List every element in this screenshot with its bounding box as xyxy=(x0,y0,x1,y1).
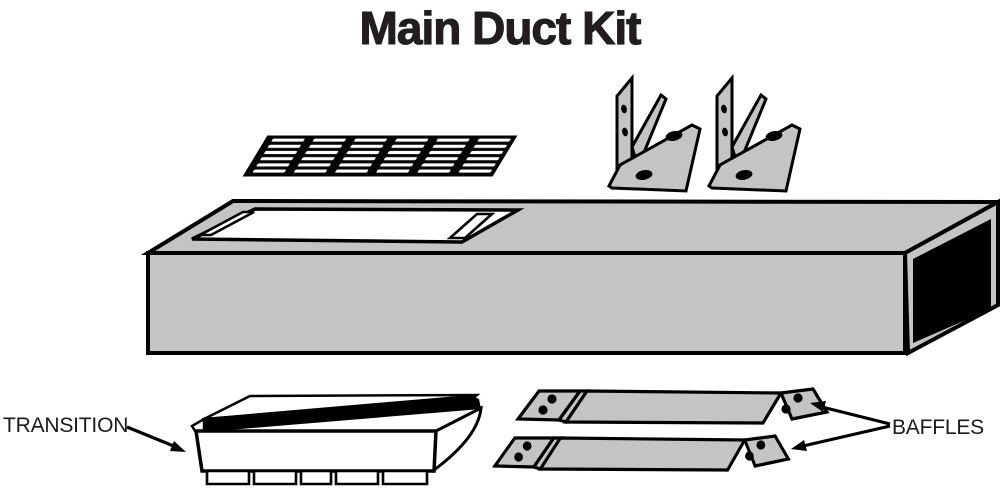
callout-arrows xyxy=(126,401,891,452)
mounting-brackets xyxy=(607,76,802,193)
baffle-top xyxy=(516,387,829,425)
duct-opening-tab-left xyxy=(199,210,255,237)
duct-end-opening xyxy=(913,219,991,343)
baffles-arrow-bottom xyxy=(791,424,891,451)
mounting-bracket-left xyxy=(607,76,702,193)
baffles-label: BAFFLES xyxy=(892,416,984,439)
transition-arrow xyxy=(126,425,186,452)
duct-front-face xyxy=(146,251,907,355)
baffle-bottom xyxy=(493,434,791,472)
baffle-parts xyxy=(493,387,829,472)
baffles-arrow-top xyxy=(810,401,891,426)
transition-flange-band xyxy=(202,395,481,432)
transition-arrowhead xyxy=(170,441,186,452)
duct-opening-tab-right xyxy=(446,212,496,240)
transition-side-panel xyxy=(432,405,483,474)
main-duct-part xyxy=(140,198,1000,357)
transition-body xyxy=(193,429,438,473)
diagram-linework xyxy=(126,76,1000,486)
baffles-arrowhead-bottom xyxy=(791,440,807,451)
page-title: Main Duct Kit xyxy=(359,1,642,54)
baffles-arrowhead-top xyxy=(810,401,826,412)
mounting-bracket-right xyxy=(707,76,802,193)
vent-grille-part xyxy=(242,135,518,177)
transition-bottom-tabs xyxy=(205,469,429,486)
transition-label: TRANSITION xyxy=(3,414,129,437)
transition-part xyxy=(190,393,483,486)
